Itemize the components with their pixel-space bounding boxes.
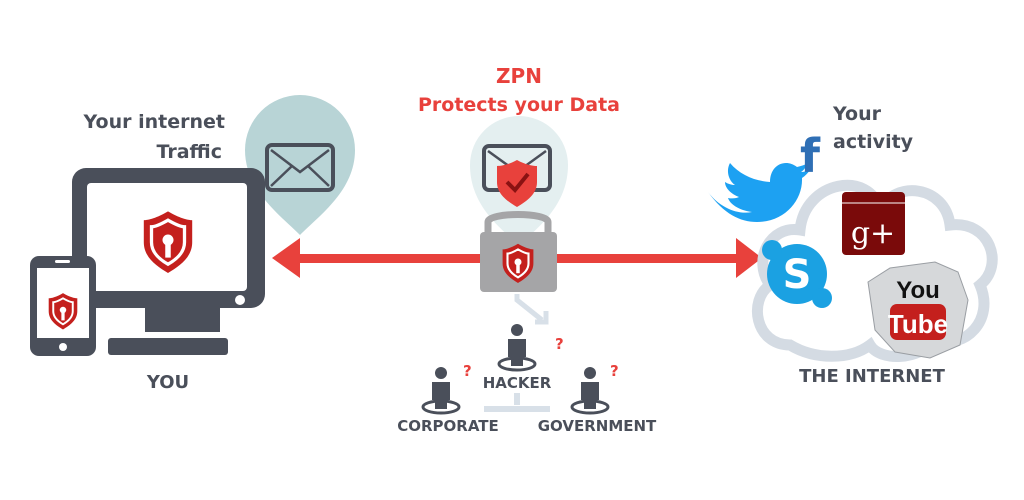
twitter-icon — [708, 163, 810, 222]
corporate-question-mark: ? — [463, 362, 472, 380]
traffic-caption-line2: Traffic — [156, 141, 222, 163]
internet-label: THE INTERNET — [799, 366, 945, 387]
youtube-top-text: You — [896, 277, 940, 304]
skype-text: S — [783, 252, 812, 298]
internet-section: Your activity f g+ S You Tube THE INTERN… — [708, 103, 998, 387]
google-plus-text: g+ — [851, 216, 895, 251]
activity-caption-line2: activity — [833, 131, 914, 153]
cloud-icon — [751, 179, 998, 362]
zpn-section: ZPN Protects your Data — [418, 64, 620, 325]
hacker-question-mark: ? — [555, 335, 564, 353]
hacker-label: HACKER — [483, 374, 552, 392]
facebook-icon: f — [800, 129, 821, 183]
threats-section: ? HACKER ? CORPORATE ? GOVERNMENT — [397, 322, 657, 435]
youtube-bottom-text: Tube — [888, 309, 948, 339]
phone-icon — [30, 256, 96, 356]
zpn-subtitle: Protects your Data — [418, 94, 620, 116]
government-icon — [570, 365, 610, 415]
government-label: GOVERNMENT — [538, 417, 657, 435]
zpn-title: ZPN — [496, 64, 542, 88]
traffic-caption-line1: Your internet — [83, 111, 225, 133]
corporate-label: CORPORATE — [397, 417, 499, 435]
activity-caption-line1: Your — [832, 103, 882, 125]
tree-connector — [484, 393, 550, 412]
hacker-icon — [497, 322, 537, 372]
government-question-mark: ? — [610, 362, 619, 380]
youtube-icon: You Tube — [867, 261, 969, 359]
corporate-icon — [421, 365, 461, 415]
google-plus-icon: g+ — [842, 192, 905, 255]
skype-icon: S — [762, 240, 832, 308]
you-section: Your internet Traffic YOU — [30, 95, 355, 393]
envelope-icon — [265, 143, 335, 192]
you-label: YOU — [146, 372, 189, 393]
padlock-icon — [480, 211, 557, 292]
check-shield-icon — [497, 160, 537, 207]
leak-arrow-icon — [514, 294, 549, 325]
